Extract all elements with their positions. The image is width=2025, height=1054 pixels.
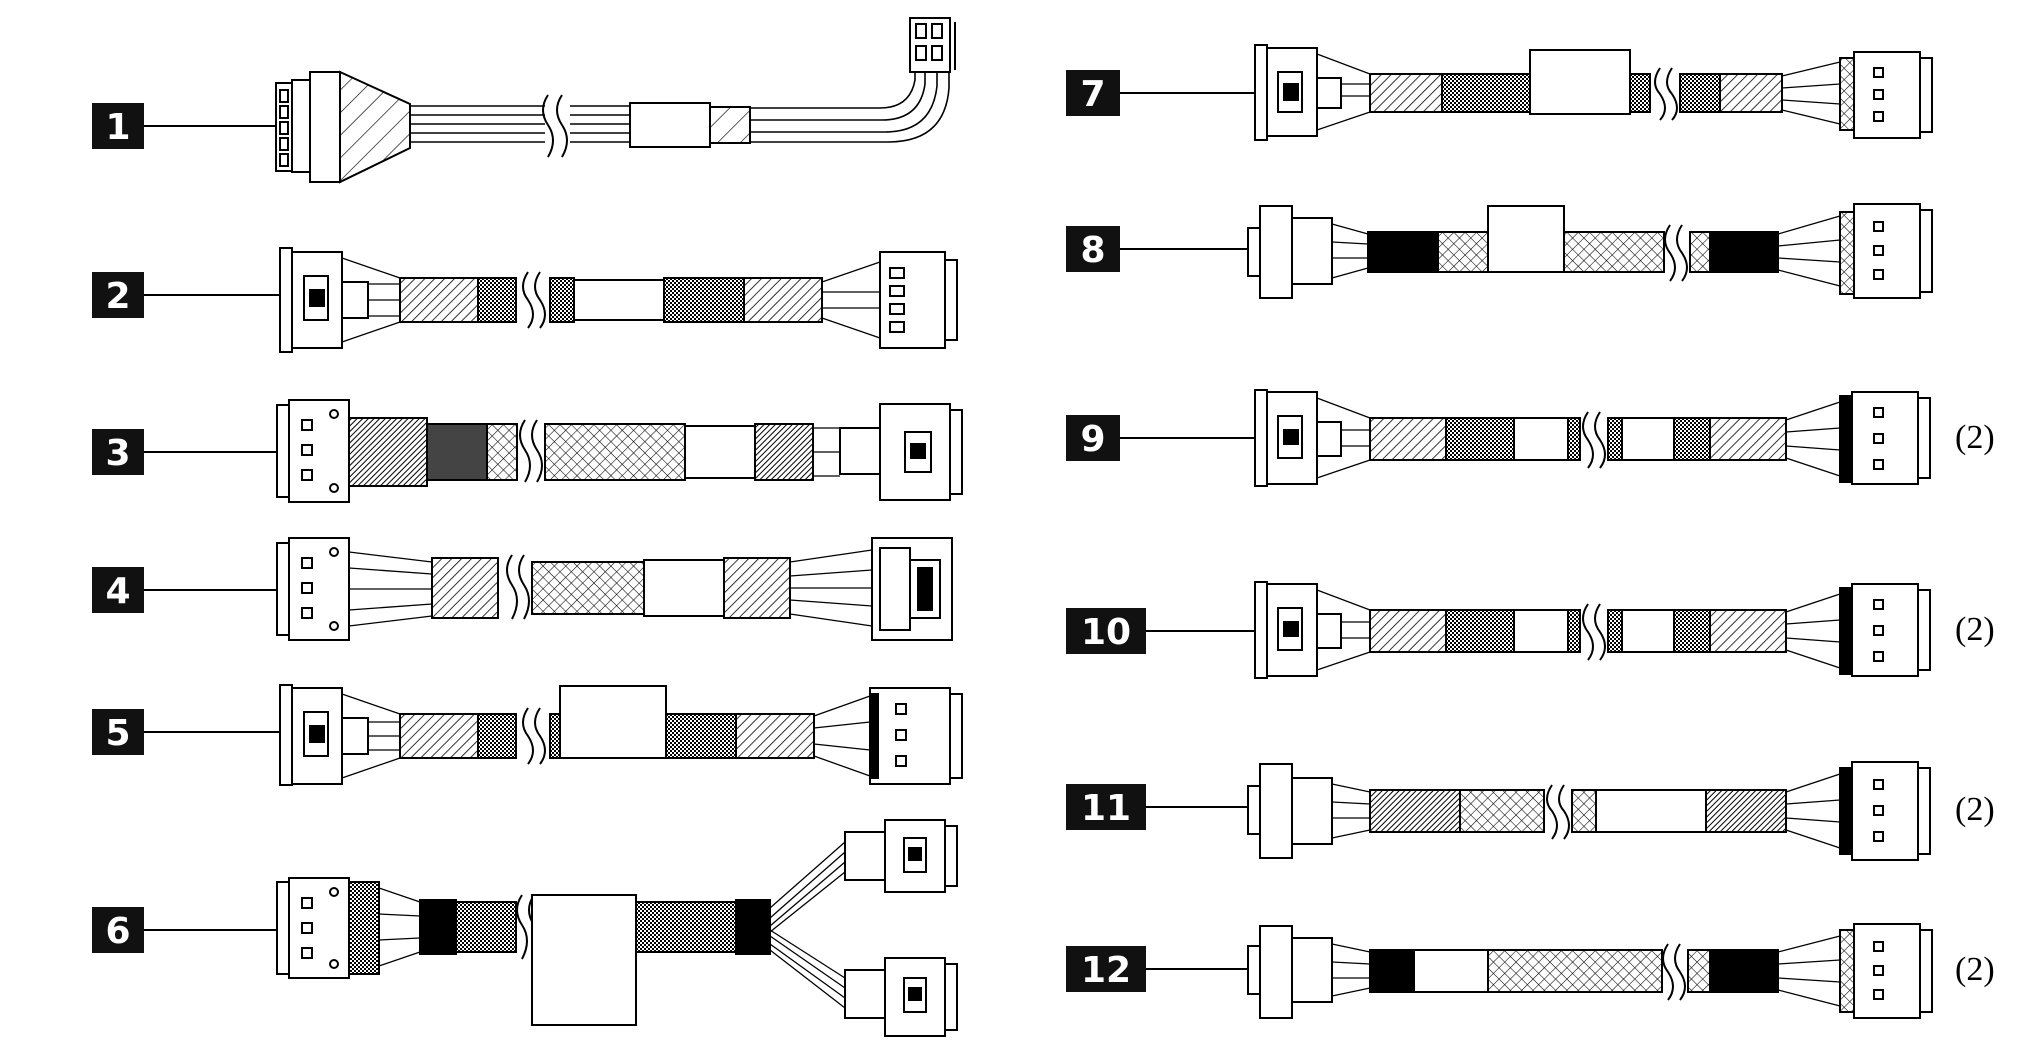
cable-4 [276, 537, 953, 641]
callout-4-label: 4 [105, 571, 130, 612]
leader-lines-right [1118, 92, 1260, 970]
quantity-cable-9: (2) [1955, 419, 1995, 456]
callout-badges: 1 2 3 4 5 6 7 8 9 10 11 12 [92, 70, 1146, 992]
callout-1-label: 1 [105, 107, 130, 148]
cable-1 [275, 17, 956, 184]
cable-9 [1254, 389, 1931, 487]
callout-2: 2 [92, 272, 144, 318]
callout-8-label: 8 [1080, 230, 1105, 271]
callout-5-label: 5 [105, 713, 130, 754]
callout-10-label: 10 [1081, 612, 1131, 653]
quantity-cable-11: (2) [1955, 791, 1995, 828]
cable-10 [1254, 581, 1931, 679]
callout-12-label: 12 [1081, 950, 1131, 991]
callout-9: 9 [1066, 415, 1120, 461]
callout-3: 3 [92, 429, 144, 475]
callout-9-label: 9 [1080, 419, 1105, 460]
callout-11: 11 [1066, 784, 1146, 830]
callout-5: 5 [92, 709, 144, 755]
callout-3-label: 3 [105, 433, 130, 474]
cable-2 [279, 247, 958, 353]
callout-11-label: 11 [1081, 788, 1131, 829]
quantity-labels: (2) (2) (2) (2) [1955, 419, 1995, 988]
cable-11 [1247, 761, 1931, 861]
leader-lines-left [142, 125, 285, 931]
callout-6: 6 [92, 907, 144, 953]
callout-2-label: 2 [105, 276, 130, 317]
connector-pins [889, 267, 905, 333]
quantity-cable-10: (2) [1955, 611, 1995, 648]
callout-7: 7 [1066, 70, 1120, 116]
power-connector-pins [279, 89, 289, 167]
callout-12: 12 [1066, 946, 1146, 992]
cable-6 [276, 819, 958, 1037]
cable-5 [279, 684, 963, 786]
cable-7 [1254, 44, 1933, 141]
cable-8 [1247, 203, 1933, 299]
cable-12 [1247, 923, 1933, 1019]
callout-8: 8 [1066, 226, 1120, 272]
callout-6-label: 6 [105, 911, 130, 952]
cable-3 [276, 399, 963, 503]
callout-7-label: 7 [1080, 74, 1105, 115]
callout-10: 10 [1066, 608, 1146, 654]
callout-1: 1 [92, 103, 144, 149]
callout-4: 4 [92, 567, 144, 613]
quantity-cable-12: (2) [1955, 951, 1995, 988]
